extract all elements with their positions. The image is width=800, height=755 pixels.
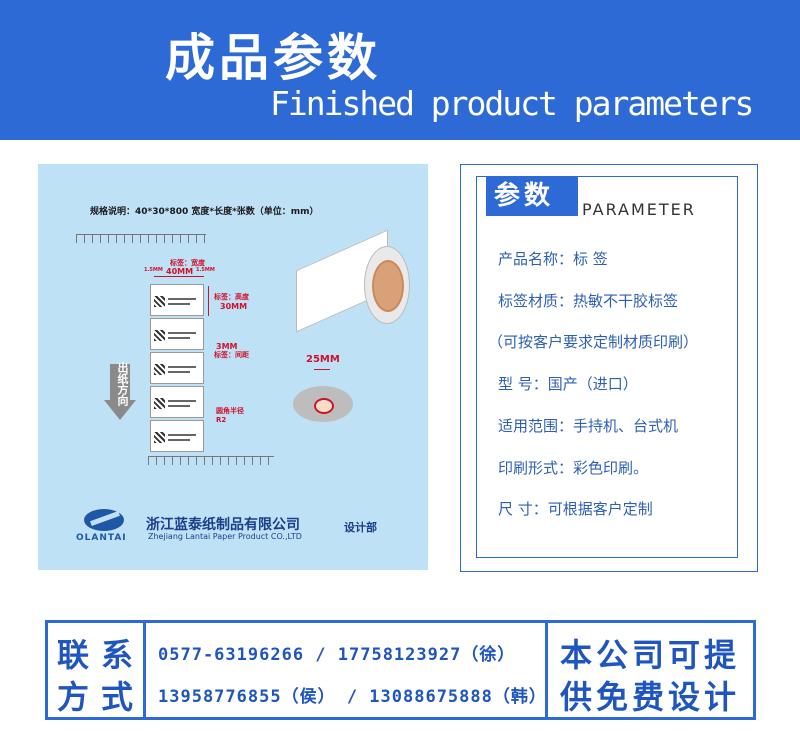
parameter-panel [460, 164, 758, 572]
core-dimension-line [314, 369, 330, 370]
height-tag: 标签：高度 [214, 293, 249, 301]
text-line [168, 337, 190, 339]
free-design-text: 供免费设计 [560, 678, 741, 716]
text-line [168, 439, 190, 441]
arrow-head-icon [104, 400, 136, 420]
height-dimension-line [208, 286, 209, 316]
label-sample [150, 386, 204, 418]
text-line [168, 298, 196, 300]
text-line [168, 366, 196, 368]
contact-label: 方式 [57, 678, 146, 716]
divider [545, 623, 548, 717]
label-sample [150, 352, 204, 384]
feed-direction-arrow-icon [110, 364, 130, 400]
label-sample [150, 420, 204, 452]
height-value: 30MM [220, 302, 248, 311]
spec-text: 规格说明：40*30*800 宽度*长度*张数（单位：mm） [90, 207, 319, 217]
text-line [168, 303, 190, 305]
page-title: 成品参数 [165, 29, 381, 87]
free-design-text: 本公司可提 [560, 636, 741, 674]
parameter-title-box [486, 176, 578, 216]
param-material-note: （可按客户要求定制材质印刷） [488, 333, 699, 351]
text-line [168, 405, 190, 407]
qr-code-icon [154, 432, 165, 443]
width-value: 40MM [166, 267, 194, 276]
qr-code-icon [154, 398, 165, 409]
parameter-title: 参数 [494, 181, 555, 211]
param-material: 标签材质：热敏不干胶标签 [498, 292, 679, 310]
margin-left: 1.5MM [144, 267, 163, 273]
roll-top-core [314, 398, 334, 414]
gap-tag: 标签：间距 [214, 351, 249, 359]
contact-box [45, 620, 756, 720]
width-dimension-line [154, 276, 204, 277]
divider [143, 623, 146, 717]
param-usage: 适用范围：手持机、台式机 [498, 417, 679, 435]
feed-direction-text: 出纸方向 [116, 362, 129, 406]
text-line [168, 434, 196, 436]
param-printing: 印刷形式：彩色印刷。 [498, 459, 649, 477]
param-model: 型 号：国产（进口） [498, 375, 638, 393]
gap-value: 3MM [216, 342, 238, 351]
text-line [168, 400, 196, 402]
param-product-name: 产品名称：标 签 [498, 250, 608, 268]
page-subtitle: Finished product parameters [270, 84, 754, 123]
label-sample [150, 284, 204, 316]
company-name-cn: 浙江蓝泰纸制品有限公司 [146, 517, 300, 533]
text-line [168, 371, 190, 373]
bottom-ruler [148, 456, 274, 465]
logo-text: OLANTAI [76, 533, 127, 543]
company-name-en: Zhejiang Lantai Paper Product CO.,LTD [148, 532, 302, 541]
corner-tag: 圆角半径 [216, 407, 244, 415]
parameter-title-en: PARAMETER [582, 200, 696, 219]
qr-code-icon [154, 330, 165, 341]
roll-core [372, 260, 404, 312]
contact-label: 联系 [57, 636, 146, 674]
parameter-inner-frame [476, 176, 738, 558]
phone-numbers: 13958776855（侯） / 13088675888（韩） [158, 687, 547, 707]
margin-right: 1.5MM [196, 267, 215, 273]
core-diameter-value: 25MM [306, 354, 340, 365]
qr-code-icon [154, 296, 165, 307]
label-diagram: 规格说明：40*30*800 宽度*长度*张数（单位：mm） 标签：宽度 40M… [38, 164, 428, 570]
corner-value: R2 [216, 416, 227, 424]
text-line [168, 332, 196, 334]
header-banner [0, 0, 800, 140]
qr-code-icon [154, 364, 165, 375]
width-tag: 标签：宽度 [170, 259, 205, 267]
param-size: 尺 寸：可根据客户定制 [498, 500, 653, 518]
phone-numbers: 0577-63196266 / 17758123927（徐） [158, 645, 516, 665]
department-name: 设计部 [344, 521, 377, 534]
label-sample [150, 318, 204, 350]
top-ruler [76, 234, 206, 243]
